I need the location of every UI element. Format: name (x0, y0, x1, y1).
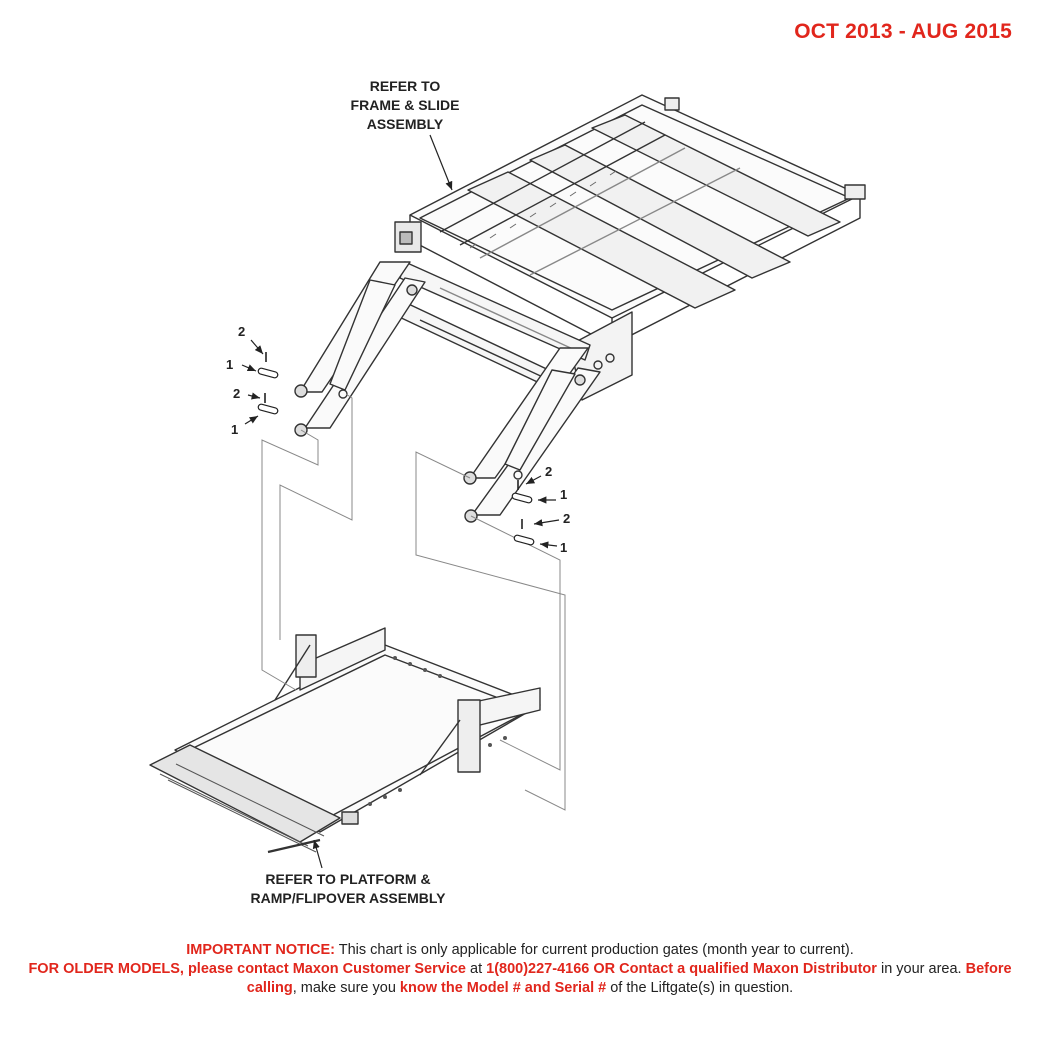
date-range: OCT 2013 - AUG 2015 (794, 20, 1012, 43)
right-lower-clip-number: 2 (563, 511, 570, 526)
notice-text-2: at (465, 961, 487, 977)
platform-callout-leader (312, 839, 323, 869)
notice-model-serial: know the Model # and Serial # (399, 980, 607, 996)
right-lift-arm (463, 347, 601, 523)
left-pins-clips (241, 339, 279, 425)
platform-callout-line-2: RAMP/FLIPOVER ASSEMBLY (250, 890, 446, 906)
platform-ramp-assembly (149, 627, 541, 854)
right-lower-pin-number: 1 (560, 540, 567, 555)
left-upper-pin-number: 1 (226, 357, 233, 372)
platform-ramp-callout: REFER TO PLATFORM & RAMP/FLIPOVER ASSEMB… (218, 870, 478, 908)
frame-callout-line-2: FRAME & SLIDE (350, 97, 460, 113)
frame-slide-callout: REFER TO FRAME & SLIDE ASSEMBLY (330, 77, 480, 134)
frame-slide-assembly (394, 94, 866, 401)
notice-heading: IMPORTANT NOTICE: (186, 942, 335, 958)
right-upper-pin-number: 1 (560, 487, 567, 502)
notice-text-4: , make sure you (292, 980, 400, 996)
platform-callout-line-1: REFER TO PLATFORM & (265, 871, 431, 887)
left-lower-pin-number: 1 (231, 422, 238, 437)
notice-text-5: of the Liftgate(s) in question. (606, 980, 794, 996)
notice-text-3: in your area. (876, 961, 966, 977)
important-notice: IMPORTANT NOTICE: This chart is only app… (20, 941, 1020, 998)
left-lower-clip-number: 2 (233, 386, 240, 401)
notice-older-models: FOR OLDER MODELS, please contact Maxon C… (28, 961, 466, 977)
frame-callout-leader (429, 134, 453, 191)
frame-callout-line-1: REFER TO (369, 78, 441, 94)
notice-text-1: This chart is only applicable for curren… (334, 942, 854, 958)
notice-before-calling: Before calling (246, 961, 1012, 996)
right-pins-clips (511, 475, 560, 549)
left-lift-arm (294, 261, 426, 437)
notice-phone-contact: 1(800)227-4166 OR Contact a qualified Ma… (486, 961, 877, 977)
left-upper-clip-number: 2 (238, 324, 245, 339)
frame-callout-line-3: ASSEMBLY (366, 116, 444, 132)
right-upper-clip-number: 2 (545, 464, 552, 479)
